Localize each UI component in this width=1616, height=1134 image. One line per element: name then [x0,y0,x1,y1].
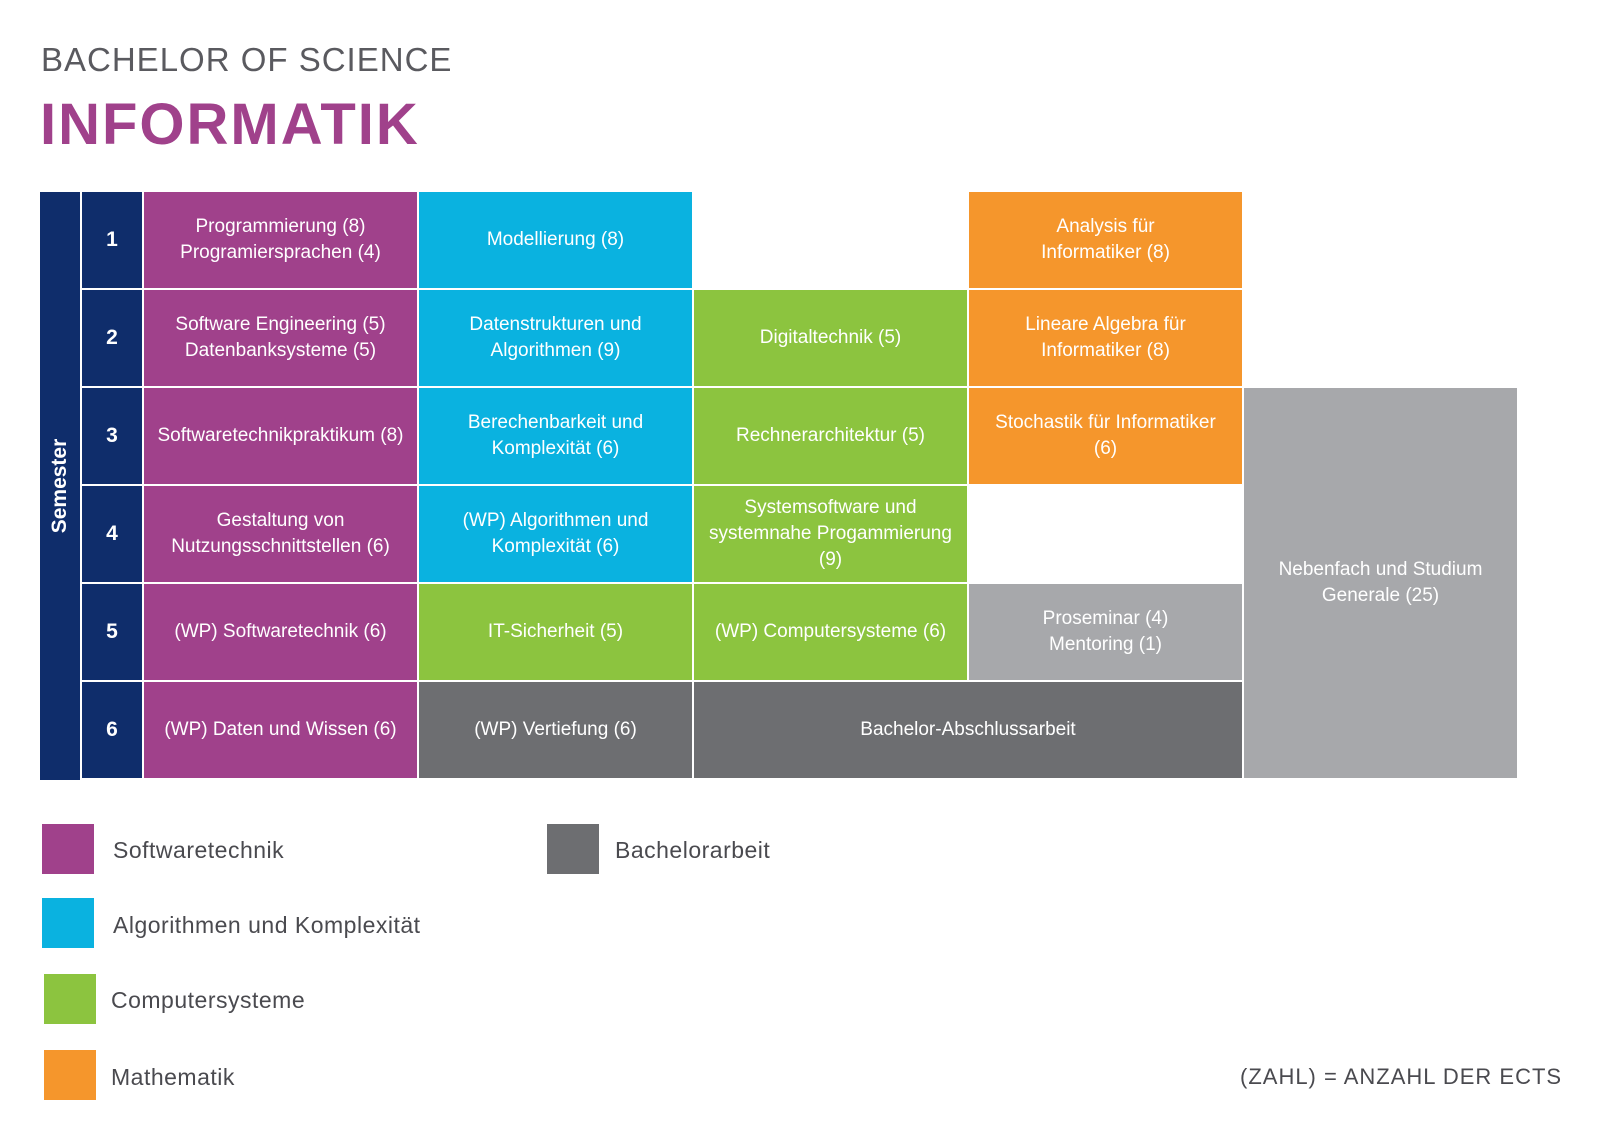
semester-number-1: 1 [82,192,142,288]
module-line: Informatiker (8) [1041,242,1170,263]
semester-number-3: 3 [82,388,142,484]
module-line: (WP) Computersysteme (6) [714,621,947,642]
semester-number-5: 5 [82,584,142,680]
module-cell: (WP) Computersysteme (6) [694,584,967,680]
module-line: Generale (25) [1321,585,1440,606]
module-line: IT-Sicherheit (5) [487,621,624,642]
legend-swatch [42,898,94,948]
module-line: Datenbanksysteme (5) [184,340,377,361]
module-line: Komplexität (6) [491,536,620,557]
module-cell: Modellierung (8) [419,192,692,288]
module-cell: (WP) Softwaretechnik (6) [144,584,417,680]
legend-swatch [547,824,599,874]
module-line: Analysis für [1056,216,1155,237]
module-line: Berechenbarkeit und [467,412,644,433]
module-line: Stochastik für Informatiker [995,412,1216,433]
legend-swatch [44,1050,96,1100]
legend-swatch [44,974,96,1024]
module-line: (6) [1093,438,1118,459]
module-line: Datenstrukturen und [469,314,642,335]
module-line: Algorithmen (9) [490,340,621,361]
module-line: (WP) Daten und Wissen (6) [164,719,397,740]
program-title: INFORMATIK [40,92,420,157]
module-cell: Rechnerarchitektur (5) [694,388,967,484]
module-line: Komplexität (6) [491,438,620,459]
degree-subtitle: BACHELOR OF SCIENCE [41,41,453,78]
module-cell: (WP) Algorithmen und Komplexität (6) [419,486,692,582]
module-line: (9) [818,549,843,570]
semester-axis-bar [40,192,80,780]
semester-number-6: 6 [82,682,142,778]
module-cell: Analysis für Informatiker (8) [969,192,1242,288]
legend-label: Algorithmen und Komplexität [113,912,421,938]
module-cell: Lineare Algebra für Informatiker (8) [969,290,1242,386]
legend-label: Mathematik [111,1064,235,1090]
legend-label: Computersysteme [111,987,306,1013]
module-cell: Datenstrukturen und Algorithmen (9) [419,290,692,386]
module-cell: Nebenfach und Studium Generale (25) [1244,388,1517,778]
module-line: Lineare Algebra für [1025,314,1186,335]
module-line: Digitaltechnik (5) [759,327,902,348]
module-line: Modellierung (8) [486,229,625,250]
module-cell: Software Engineering (5) Datenbanksystem… [144,290,417,386]
semester-number-2: 2 [82,290,142,386]
module-line: Softwaretechnikpraktikum (8) [157,425,404,446]
module-line: (WP) Softwaretechnik (6) [174,621,387,642]
module-line: systemnahe Progammierung [709,523,952,544]
module-line: Software Engineering (5) [175,314,386,335]
module-cell: Stochastik für Informatiker (6) [969,388,1242,484]
module-line: Proseminar (4) [1042,608,1169,629]
module-line: Gestaltung von [216,510,345,531]
module-line: Bachelor-Abschlussarbeit [860,719,1076,740]
module-line: Systemsoftware und [744,497,917,518]
module-line: Nutzungsschnittstellen (6) [171,536,390,557]
module-line: (WP) Vertiefung (6) [474,719,637,740]
legend-swatch [42,824,94,874]
legend-label: Softwaretechnik [113,837,285,863]
legend-label: Bachelorarbeit [615,837,771,863]
module-cell: Systemsoftware und systemnahe Progammier… [694,486,967,582]
module-line: Programiersprachen (4) [180,242,381,263]
module-cell: (WP) Vertiefung (6) [419,682,692,778]
module-cell: Proseminar (4) Mentoring (1) [969,584,1242,680]
module-cell: (WP) Daten und Wissen (6) [144,682,417,778]
semester-axis-label: Semester [48,438,71,534]
module-line: Informatiker (8) [1041,340,1170,361]
module-cell: Softwaretechnikpraktikum (8) [144,388,417,484]
module-cell: Digitaltechnik (5) [694,290,967,386]
module-cell: IT-Sicherheit (5) [419,584,692,680]
module-cell: Berechenbarkeit und Komplexität (6) [419,388,692,484]
module-cell: Bachelor-Abschlussarbeit [694,682,1242,778]
module-cell: Gestaltung von Nutzungsschnittstellen (6… [144,486,417,582]
module-line: Programmierung (8) [195,216,366,237]
module-line: Rechnerarchitektur (5) [735,425,926,446]
semester-number-4: 4 [82,486,142,582]
ects-footnote: (ZAHL) = ANZAHL DER ECTS [1240,1064,1563,1089]
module-line: (WP) Algorithmen und [462,510,649,531]
module-line: Nebenfach und Studium [1278,559,1483,580]
module-line: Mentoring (1) [1049,634,1162,655]
module-cell: Programmierung (8) Programiersprachen (4… [144,192,417,288]
